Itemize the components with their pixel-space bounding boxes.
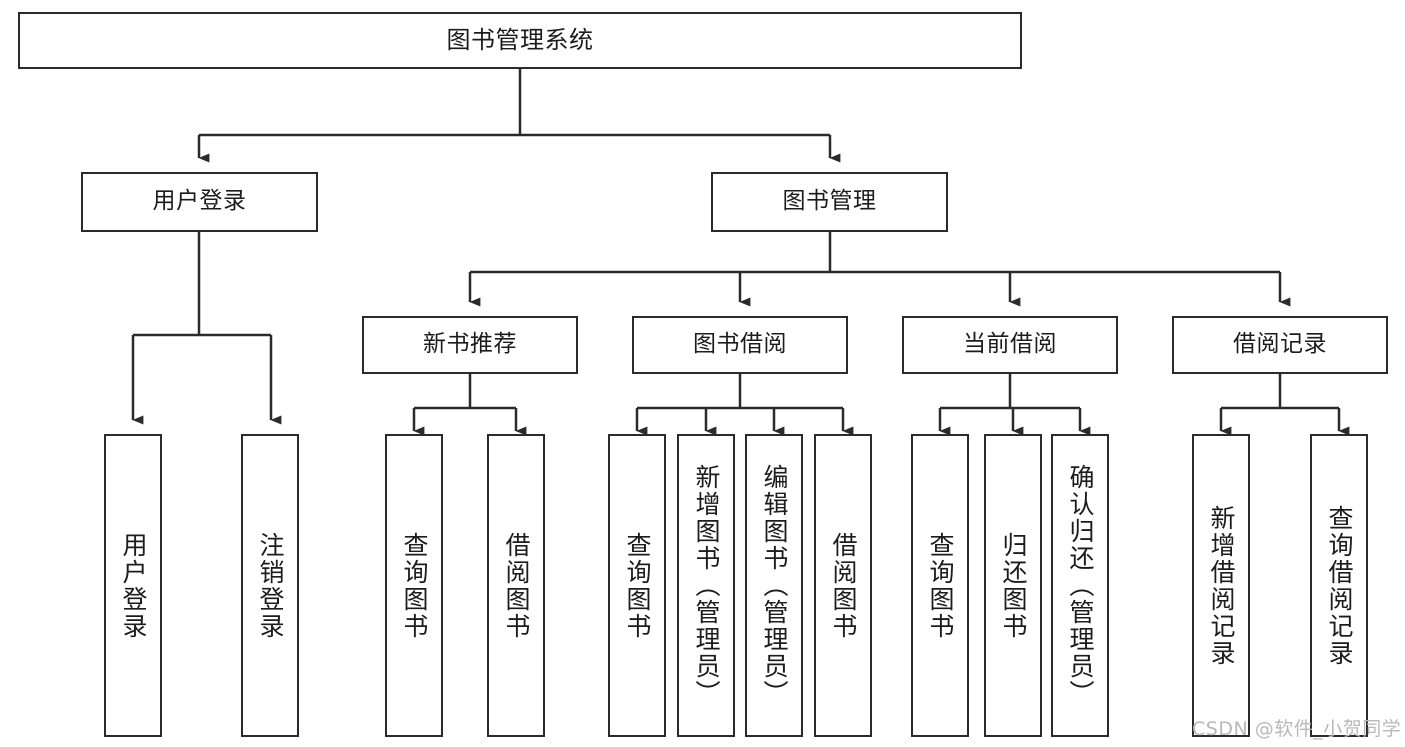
leaf-borrow-book-2-label: 借阅图书 [829, 531, 858, 640]
leaf-add-book[interactable]: 新增图书（管理员） [677, 434, 735, 737]
node-root[interactable]: 图书管理系统 [18, 12, 1022, 69]
leaf-confirm-return-label: 确认归还（管理员） [1066, 464, 1095, 707]
leaf-query-record[interactable]: 查询借阅记录 [1310, 434, 1368, 737]
node-book-borrow[interactable]: 图书借阅 [632, 316, 848, 374]
leaf-user-login[interactable]: 用户登录 [104, 434, 162, 737]
leaf-return-book-label: 归还图书 [999, 531, 1028, 640]
node-current-borrow-label: 当前借阅 [963, 331, 1057, 358]
leaf-borrow-book-1[interactable]: 借阅图书 [487, 434, 545, 737]
node-borrow-record-label: 借阅记录 [1233, 331, 1327, 358]
node-user-login[interactable]: 用户登录 [81, 172, 318, 232]
leaf-logout[interactable]: 注销登录 [241, 434, 299, 737]
leaf-add-record-label: 新增借阅记录 [1207, 504, 1236, 667]
leaf-logout-label: 注销登录 [256, 531, 285, 640]
node-book-borrow-label: 图书借阅 [693, 331, 787, 358]
node-current-borrow[interactable]: 当前借阅 [902, 316, 1118, 374]
node-borrow-record[interactable]: 借阅记录 [1172, 316, 1388, 374]
leaf-borrow-book-1-label: 借阅图书 [502, 531, 531, 640]
leaf-query-book-2-label: 查询图书 [623, 531, 652, 640]
node-new-book-recommend[interactable]: 新书推荐 [362, 316, 578, 374]
leaf-query-record-label: 查询借阅记录 [1325, 504, 1354, 667]
leaf-edit-book[interactable]: 编辑图书（管理员） [745, 434, 803, 737]
node-book-management[interactable]: 图书管理 [711, 172, 948, 232]
leaf-user-login-label: 用户登录 [119, 531, 148, 640]
leaf-add-record[interactable]: 新增借阅记录 [1192, 434, 1250, 737]
leaf-query-book-1-label: 查询图书 [400, 531, 429, 640]
leaf-query-book-3-label: 查询图书 [926, 531, 955, 640]
node-new-book-recommend-label: 新书推荐 [423, 331, 517, 358]
csdn-watermark: CSDN @软件_小贺同学 [1192, 718, 1402, 740]
leaf-query-book-3[interactable]: 查询图书 [911, 434, 969, 737]
node-book-management-label: 图书管理 [782, 188, 877, 215]
node-user-login-label: 用户登录 [152, 188, 247, 215]
leaf-confirm-return[interactable]: 确认归还（管理员） [1051, 434, 1109, 737]
leaf-query-book-1[interactable]: 查询图书 [385, 434, 443, 737]
leaf-add-book-label: 新增图书（管理员） [692, 464, 721, 707]
leaf-borrow-book-2[interactable]: 借阅图书 [814, 434, 872, 737]
leaf-return-book[interactable]: 归还图书 [984, 434, 1042, 737]
leaf-edit-book-label: 编辑图书（管理员） [760, 464, 789, 707]
node-root-label: 图书管理系统 [446, 26, 594, 55]
leaf-query-book-2[interactable]: 查询图书 [608, 434, 666, 737]
